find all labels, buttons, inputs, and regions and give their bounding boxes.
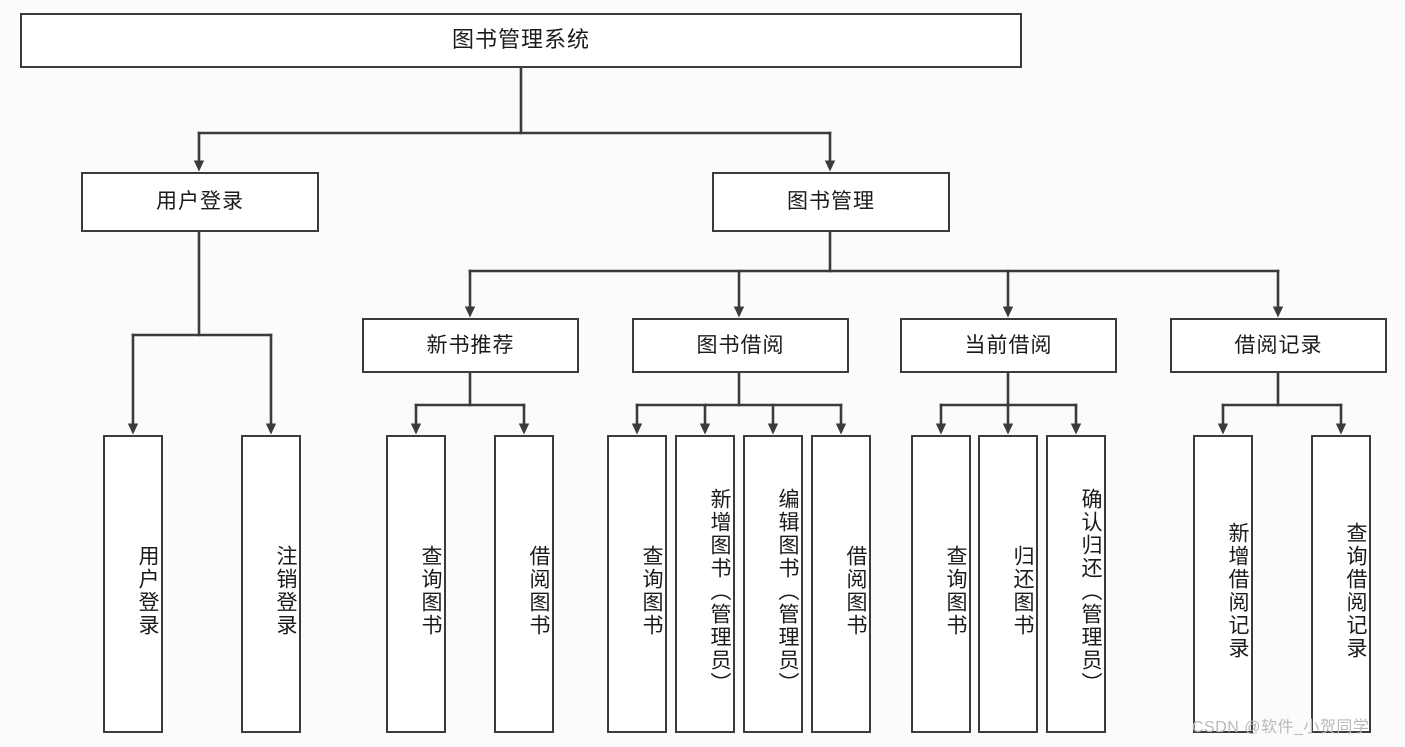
node-label: 新增图书（管理员） — [708, 487, 731, 695]
node-leaf-add-record[interactable]: 新增借阅记录 — [1193, 435, 1253, 733]
node-new-book-rec[interactable]: 新书推荐 — [362, 318, 579, 373]
node-label: 图书管理系统 — [451, 27, 590, 53]
node-leaf-query-record[interactable]: 查询借阅记录 — [1311, 435, 1371, 733]
node-label: 借阅图书 — [844, 545, 867, 637]
node-label: 新书推荐 — [426, 333, 515, 357]
node-leaf-query-book-2[interactable]: 查询图书 — [607, 435, 667, 733]
node-leaf-query-book-3[interactable]: 查询图书 — [911, 435, 971, 733]
node-label: 确认归还（管理员） — [1079, 487, 1102, 695]
node-leaf-edit-book[interactable]: 编辑图书（管理员） — [743, 435, 803, 733]
node-leaf-query-book-1[interactable]: 查询图书 — [386, 435, 446, 733]
node-label: 查询图书 — [419, 545, 442, 637]
node-label: 图书管理 — [787, 190, 875, 214]
node-label: 借阅图书 — [527, 545, 550, 637]
node-label: 当前借阅 — [964, 333, 1053, 357]
node-book-borrow[interactable]: 图书借阅 — [632, 318, 849, 373]
node-leaf-confirm-return[interactable]: 确认归还（管理员） — [1046, 435, 1106, 733]
node-leaf-user-logout[interactable]: 注销登录 — [241, 435, 301, 733]
node-current-borrow[interactable]: 当前借阅 — [900, 318, 1117, 373]
node-label: 用户登录 — [136, 545, 159, 637]
node-leaf-borrow-book-1[interactable]: 借阅图书 — [494, 435, 554, 733]
node-label: 注销登录 — [274, 545, 297, 637]
node-root-system[interactable]: 图书管理系统 — [20, 13, 1022, 68]
node-leaf-return-book[interactable]: 归还图书 — [978, 435, 1038, 733]
node-label: 借阅记录 — [1234, 333, 1323, 357]
node-label: 查询图书 — [640, 545, 663, 637]
node-label: 新增借阅记录 — [1226, 522, 1249, 660]
node-book-manage[interactable]: 图书管理 — [712, 172, 950, 232]
node-borrow-record[interactable]: 借阅记录 — [1170, 318, 1387, 373]
node-leaf-borrow-book-2[interactable]: 借阅图书 — [811, 435, 871, 733]
node-label: 查询图书 — [944, 545, 967, 637]
node-leaf-user-login[interactable]: 用户登录 — [103, 435, 163, 733]
watermark-text: CSDN @软件_小贺同学 — [1192, 719, 1370, 736]
node-user-login[interactable]: 用户登录 — [81, 172, 319, 232]
node-label: 用户登录 — [156, 190, 244, 214]
node-label: 查询借阅记录 — [1344, 522, 1367, 660]
node-label: 归还图书 — [1011, 545, 1034, 637]
node-label: 图书借阅 — [696, 333, 785, 357]
node-label: 编辑图书（管理员） — [776, 487, 799, 695]
node-leaf-add-book[interactable]: 新增图书（管理员） — [675, 435, 735, 733]
